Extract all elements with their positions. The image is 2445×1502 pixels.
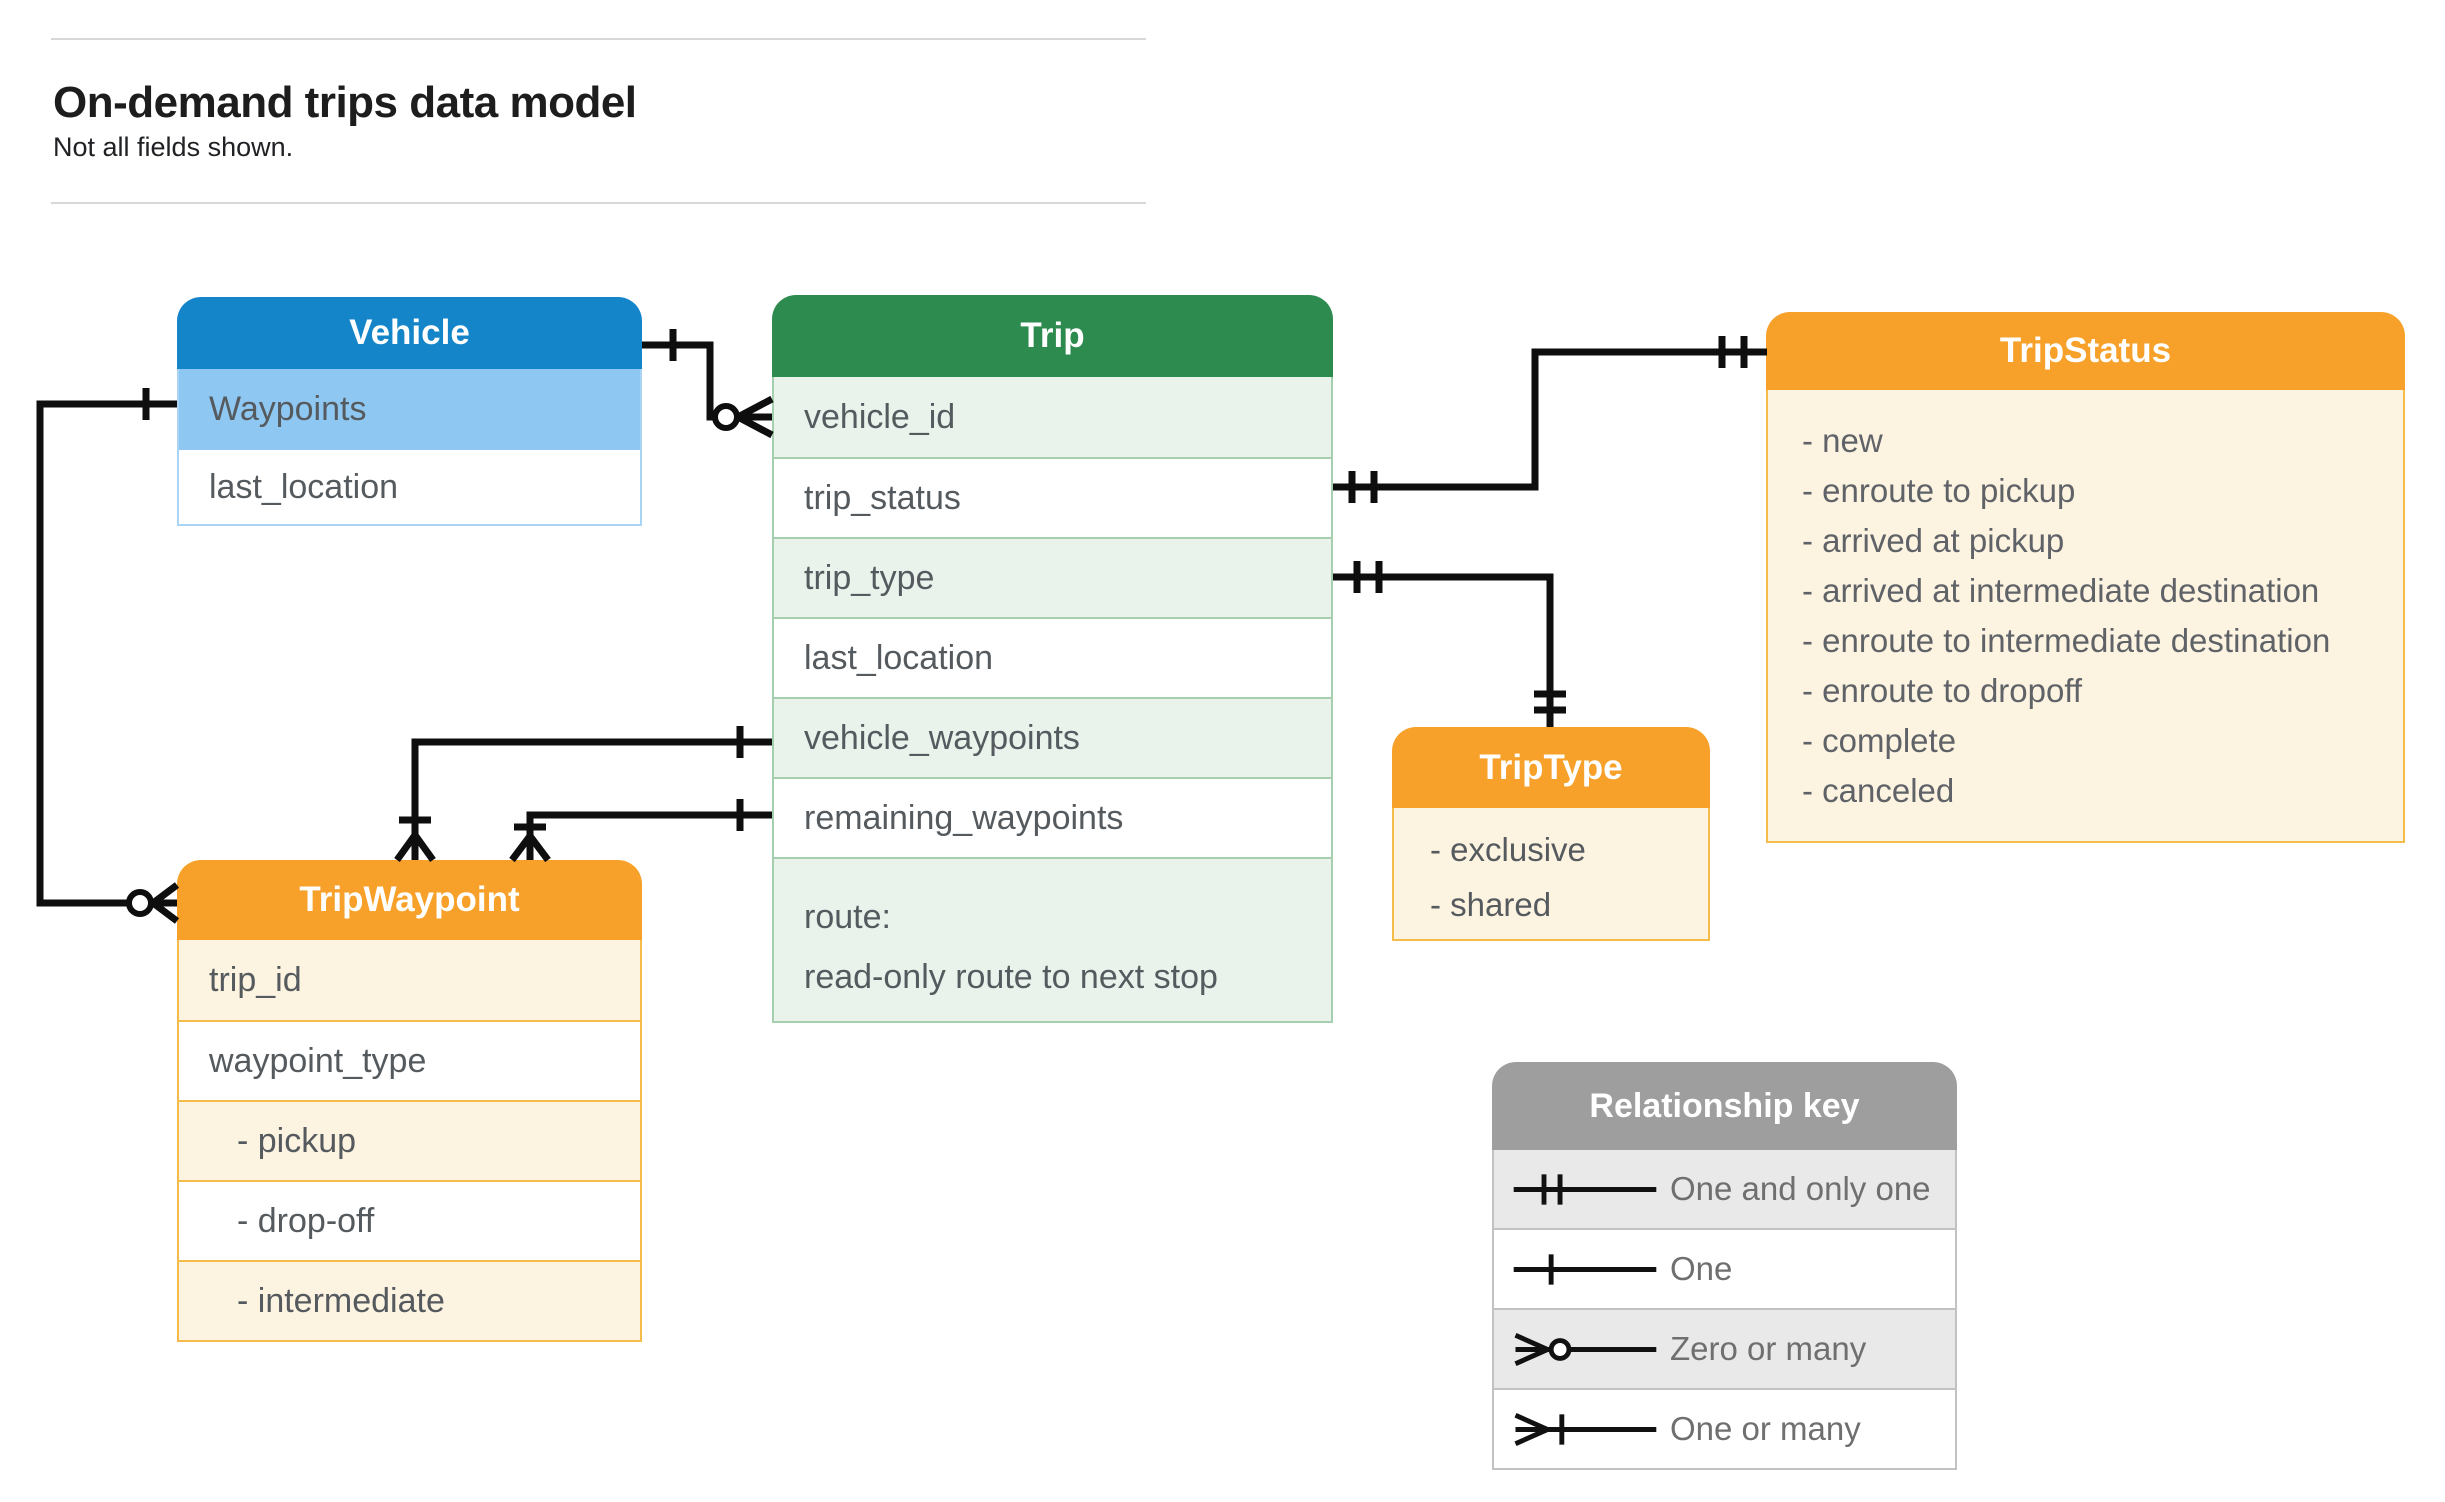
- top-divider: [51, 38, 1146, 40]
- enum-value: - complete: [1802, 722, 1957, 759]
- enum-value-row-drop-off: - drop-off: [179, 1180, 640, 1260]
- enum-value: - enroute to pickup: [1802, 472, 2076, 509]
- one-and-only-one-ticks-icon: [1534, 690, 1566, 714]
- relationship-key-header: Relationship key: [1492, 1062, 1957, 1150]
- field-row-waypoints: Waypoints: [179, 369, 640, 450]
- entity-trip: Trip vehicle_id trip_status trip_type la…: [772, 295, 1333, 1023]
- title-divider: [51, 202, 1146, 204]
- field-row-last-location: last_location: [179, 450, 640, 524]
- zero-many-circle-icon: [126, 889, 154, 917]
- one-icon: [1513, 1253, 1657, 1285]
- connector-vehicle-waypoints-field-to-trip-waypoint: [394, 726, 772, 863]
- connector-remaining-waypoints-field-to-trip-waypoint: [509, 799, 772, 863]
- route-field-name: route:: [804, 898, 891, 936]
- zero-many-circle-icon: [712, 403, 740, 431]
- one-and-only-one-icon: [1513, 1173, 1657, 1205]
- connector-trip-type-to-trip-type-entity: [1333, 561, 1566, 727]
- crow-foot-icon: [736, 395, 774, 439]
- page-subtitle: Not all fields shown.: [53, 132, 294, 162]
- entity-trip-header: Trip: [772, 295, 1333, 377]
- connector-trip-status-to-trip-status-entity: [1333, 336, 1767, 503]
- page-title: On-demand trips data model: [53, 78, 637, 127]
- legend-row-one-and-only-one: One and only one: [1494, 1150, 1955, 1228]
- legend-label: One or many: [1670, 1410, 1861, 1447]
- connector-vehicle-to-trip: [642, 329, 774, 439]
- field-row-waypoint-type: waypoint_type: [179, 1020, 640, 1100]
- crow-foot-icon: [150, 882, 180, 924]
- field-row-route: route: read-only route to next stop: [774, 857, 1331, 1021]
- enum-value: - arrived at pickup: [1802, 522, 2065, 559]
- entity-vehicle: Vehicle Waypoints last_location: [177, 297, 642, 526]
- field-row-last-location: last_location: [774, 617, 1331, 697]
- entity-trip-type: TripType - exclusive - shared: [1392, 727, 1710, 941]
- field-row-trip-id: trip_id: [179, 940, 640, 1020]
- one-and-only-one-ticks-icon: [1348, 471, 1378, 503]
- enum-value: - arrived at intermediate destination: [1802, 572, 2320, 609]
- route-field-description: read-only route to next stop: [804, 958, 1218, 996]
- field-row-vehicle-waypoints: vehicle_waypoints: [774, 697, 1331, 777]
- crow-foot-icon: [394, 832, 436, 863]
- entity-trip-status: TripStatus - new - enroute to pickup - a…: [1766, 312, 2405, 843]
- enum-value: - exclusive: [1430, 831, 1586, 868]
- zero-or-many-icon: [1514, 1332, 1657, 1366]
- entity-trip-type-header: TripType: [1392, 727, 1710, 808]
- enum-value: - canceled: [1802, 772, 1955, 809]
- trip-status-values: - new - enroute to pickup - arrived at p…: [1766, 390, 2405, 843]
- legend-label: One: [1670, 1250, 1733, 1287]
- legend-row-one: One: [1494, 1228, 1955, 1308]
- enum-value-row-pickup: - pickup: [179, 1100, 640, 1180]
- entity-trip-status-header: TripStatus: [1766, 312, 2405, 390]
- enum-value: - enroute to dropoff: [1802, 672, 2083, 709]
- field-row-vehicle-id: vehicle_id: [774, 377, 1331, 457]
- legend-row-one-or-many: One or many: [1494, 1388, 1955, 1468]
- one-and-only-one-ticks-icon: [1353, 561, 1383, 593]
- legend-row-zero-or-many: Zero or many: [1494, 1308, 1955, 1388]
- legend-label: Zero or many: [1670, 1330, 1867, 1367]
- crow-foot-icon: [509, 833, 551, 863]
- relationship-key: Relationship key One and only one One Ze…: [1492, 1062, 1957, 1470]
- legend-label: One and only one: [1670, 1170, 1931, 1207]
- entity-vehicle-header: Vehicle: [177, 297, 642, 369]
- field-row-trip-status: trip_status: [774, 457, 1331, 537]
- enum-value: - new: [1802, 422, 1883, 459]
- field-row-trip-type: trip_type: [774, 537, 1331, 617]
- entity-trip-waypoint: TripWaypoint trip_id waypoint_type - pic…: [177, 860, 642, 1342]
- enum-value: - shared: [1430, 886, 1552, 923]
- enum-value-row-intermediate: - intermediate: [179, 1260, 640, 1340]
- enum-value: - enroute to intermediate destination: [1802, 622, 2331, 659]
- one-and-only-one-ticks-icon: [1718, 336, 1748, 368]
- trip-type-values: - exclusive - shared: [1392, 808, 1710, 941]
- entity-trip-waypoint-header: TripWaypoint: [177, 860, 642, 940]
- connector-vehicle-waypoints-to-trip-waypoint: [36, 388, 180, 924]
- one-or-many-icon: [1514, 1412, 1657, 1446]
- field-row-remaining-waypoints: remaining_waypoints: [774, 777, 1331, 857]
